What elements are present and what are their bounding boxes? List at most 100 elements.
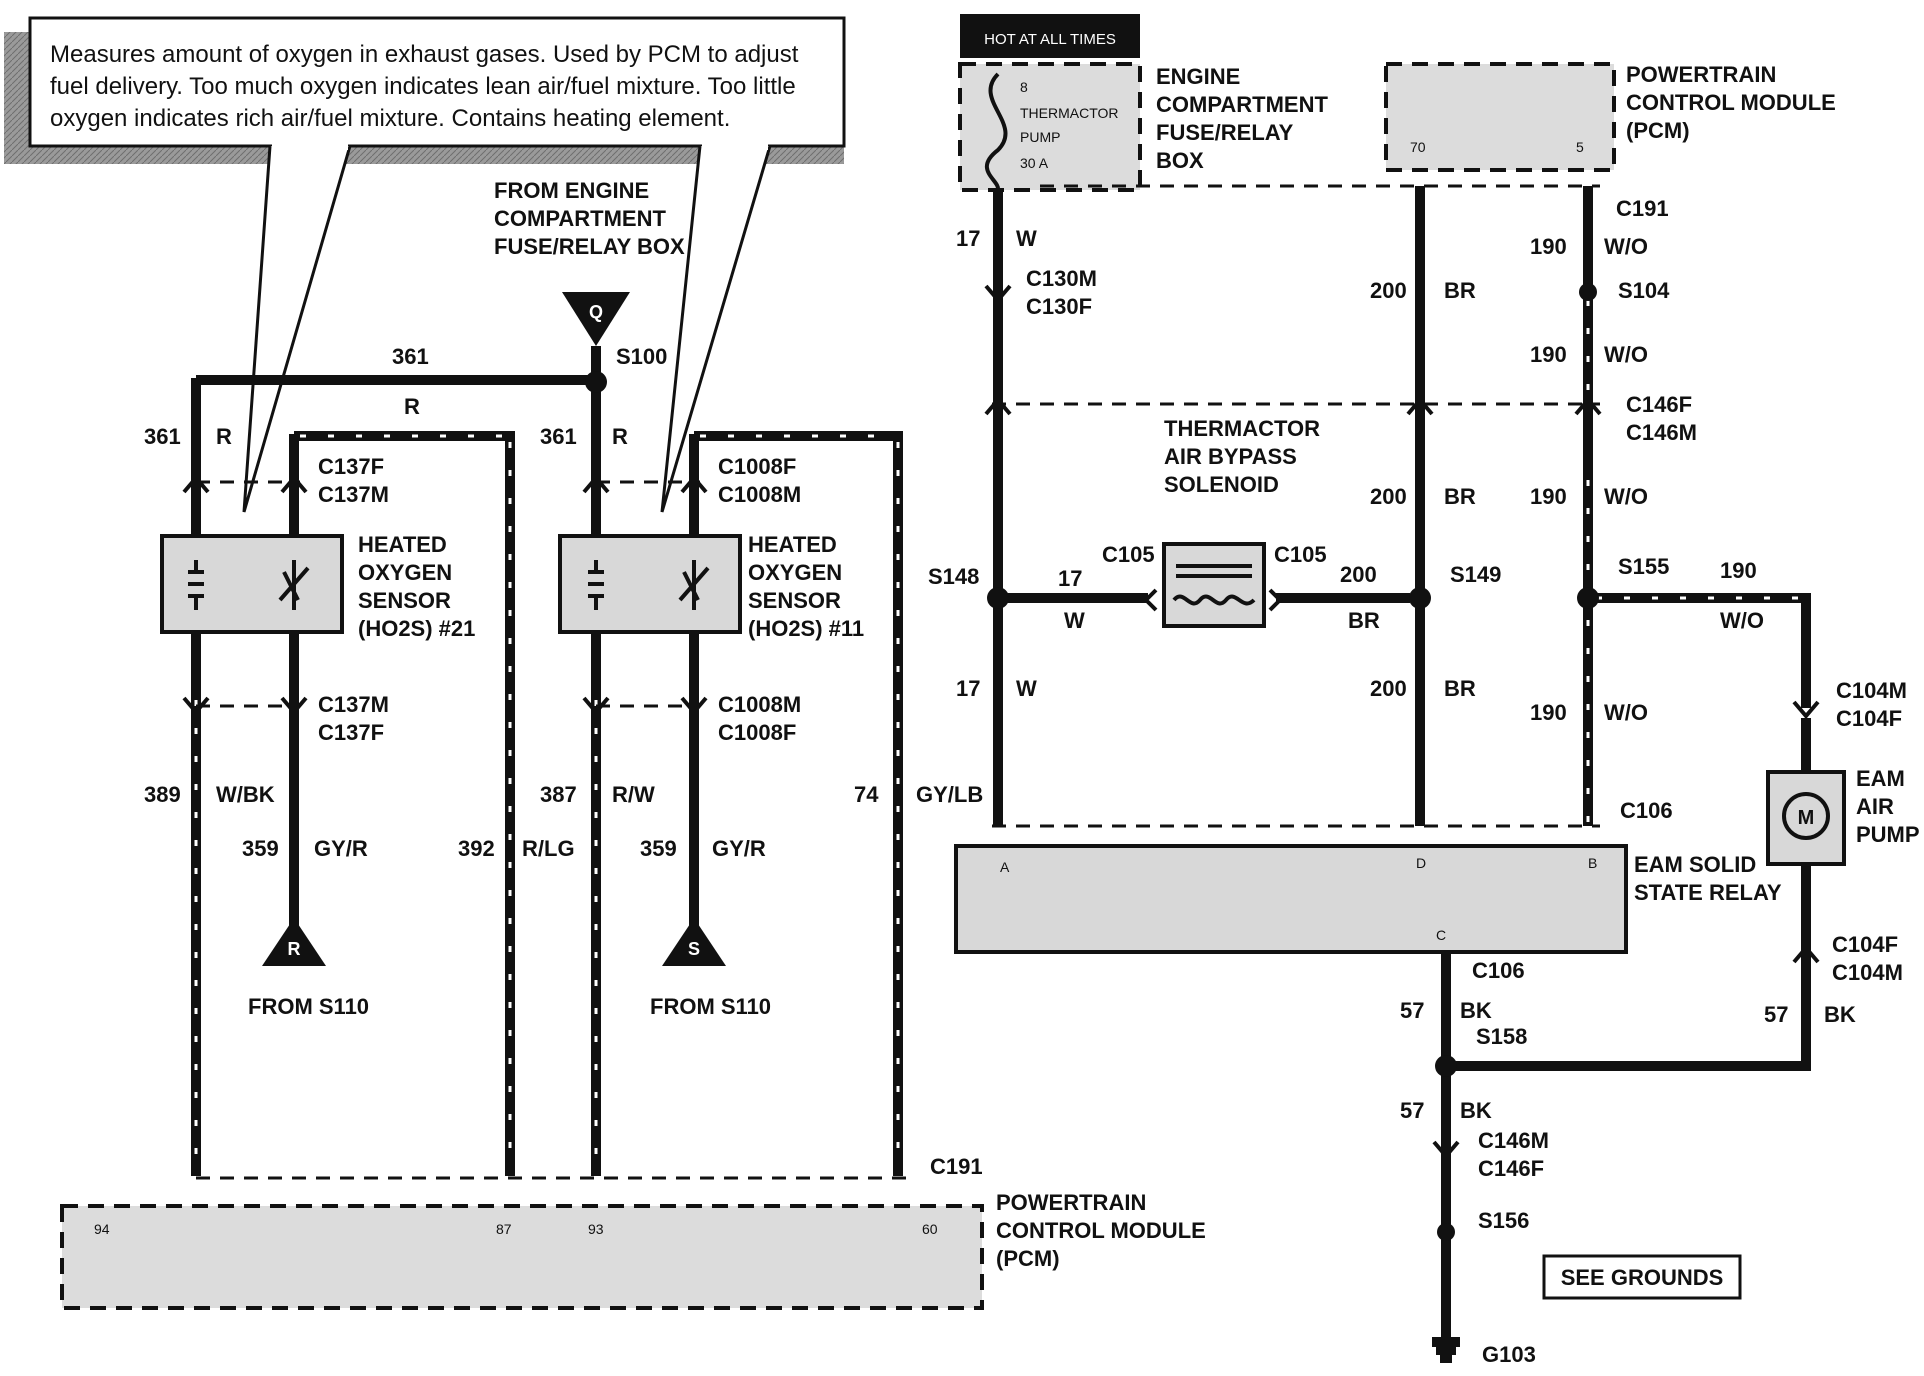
svg-text:AIR BYPASS: AIR BYPASS	[1164, 444, 1297, 469]
svg-text:C146M: C146M	[1478, 1128, 1549, 1153]
see-grounds-label: SEE GROUNDS	[1561, 1265, 1724, 1290]
ground-icon	[1432, 1337, 1460, 1363]
svg-text:GY/LB: GY/LB	[916, 782, 983, 807]
svg-text:(HO2S) #11: (HO2S) #11	[748, 616, 864, 641]
svg-text:COMPARTMENT: COMPARTMENT	[1156, 92, 1328, 117]
ho2s-21	[160, 534, 344, 634]
svg-text:W/O: W/O	[1604, 484, 1648, 509]
svg-text:(PCM): (PCM)	[1626, 118, 1690, 143]
wire-color-r-top: R	[404, 394, 420, 419]
svg-text:BR: BR	[1444, 676, 1476, 701]
svg-text:CONTROL MODULE: CONTROL MODULE	[996, 1218, 1206, 1243]
connector-c191-left: C191	[930, 1154, 983, 1179]
wire-color-r-left: R	[216, 424, 232, 449]
wire-57-pump	[1446, 864, 1811, 1071]
splice-s148	[987, 587, 1009, 609]
svg-text:S148: S148	[928, 564, 979, 589]
hot-at-all-times-badge	[960, 14, 1140, 58]
svg-text:FUSE/RELAY: FUSE/RELAY	[1156, 120, 1294, 145]
wire-label-361-left: 361	[144, 424, 181, 449]
hot-at-all-times-label: HOT AT ALL TIMES	[984, 31, 1116, 48]
note-line-1: Measures amount of oxygen in exhaust gas…	[50, 41, 799, 68]
svg-text:AIR: AIR	[1856, 794, 1894, 819]
thermactor-bypass-solenoid	[1162, 542, 1266, 628]
svg-text:GY/R: GY/R	[314, 836, 368, 861]
pcm-right-box	[1384, 62, 1616, 172]
svg-text:HEATED: HEATED	[358, 532, 447, 557]
fuse-icon	[984, 72, 1008, 191]
svg-text:OXYGEN: OXYGEN	[358, 560, 452, 585]
svg-text:BK: BK	[1460, 1098, 1492, 1123]
splice-s104	[1579, 283, 1597, 301]
connector-c1008f-bottom: C1008F	[718, 720, 796, 745]
svg-text:C146F: C146F	[1478, 1156, 1544, 1181]
svg-text:190: 190	[1720, 558, 1757, 583]
svg-text:C104F: C104F	[1832, 932, 1898, 957]
svg-text:W: W	[1064, 608, 1085, 633]
splice-s100-label: S100	[616, 344, 667, 369]
connector-c137m-bottom: C137M	[318, 692, 389, 717]
svg-text:389: 389	[144, 782, 181, 807]
connector-c137m-top: C137M	[318, 482, 389, 507]
motor-icon	[1782, 792, 1830, 840]
pcm-pin-93: 93	[588, 1221, 604, 1237]
svg-text:200: 200	[1370, 676, 1407, 701]
svg-text:57: 57	[1400, 998, 1424, 1023]
note-line-2: fuel delivery. Too much oxygen indicates…	[50, 73, 796, 100]
svg-text:EAM: EAM	[1856, 766, 1905, 791]
svg-text:(PCM): (PCM)	[996, 1246, 1060, 1271]
svg-text:70: 70	[1410, 139, 1426, 155]
terminal-s-icon	[662, 918, 726, 966]
svg-text:D: D	[1416, 855, 1426, 871]
svg-text:W/O: W/O	[1604, 342, 1648, 367]
svg-text:S104: S104	[1618, 278, 1670, 303]
svg-text:PUMP: PUMP	[1856, 822, 1920, 847]
splice-s155	[1577, 587, 1599, 609]
svg-text:S156: S156	[1478, 1208, 1529, 1233]
wire-color-r-right: R	[612, 424, 628, 449]
from-box-label-2: COMPARTMENT	[494, 206, 666, 231]
from-s110-right: FROM S110	[650, 994, 771, 1019]
svg-text:SOLENOID: SOLENOID	[1164, 472, 1279, 497]
svg-text:C106: C106	[1620, 798, 1673, 823]
svg-text:17: 17	[956, 676, 980, 701]
connector-c137f-bottom: C137F	[318, 720, 384, 745]
connector-c1008m-top: C1008M	[718, 482, 801, 507]
svg-text:BK: BK	[1460, 998, 1492, 1023]
svg-text:C104M: C104M	[1832, 960, 1903, 985]
svg-text:CONTROL MODULE: CONTROL MODULE	[1626, 90, 1836, 115]
terminal-q-icon	[562, 292, 630, 346]
eam-air-pump	[1766, 770, 1846, 866]
svg-text:200: 200	[1370, 278, 1407, 303]
eam-solid-state-relay	[954, 844, 1628, 954]
connector-c1008m-bottom: C1008M	[718, 692, 801, 717]
svg-text:THERMACTOR: THERMACTOR	[1020, 105, 1119, 121]
splice-s156	[1437, 1223, 1455, 1241]
svg-text:OXYGEN: OXYGEN	[748, 560, 842, 585]
svg-text:BR: BR	[1348, 608, 1380, 633]
see-grounds-box[interactable]	[1542, 1254, 1742, 1300]
svg-text:R/W: R/W	[612, 782, 655, 807]
terminal-s-label: S	[688, 939, 700, 959]
pcm-left-box	[60, 1204, 984, 1310]
svg-text:392: 392	[458, 836, 495, 861]
svg-text:W/O: W/O	[1604, 234, 1648, 259]
svg-text:SENSOR: SENSOR	[358, 588, 451, 613]
from-box-label-1: FROM ENGINE	[494, 178, 649, 203]
svg-text:C130M: C130M	[1026, 266, 1097, 291]
terminal-r-icon	[262, 918, 326, 966]
svg-text:C146F: C146F	[1626, 392, 1692, 417]
svg-text:17: 17	[1058, 566, 1082, 591]
svg-text:C105: C105	[1274, 542, 1327, 567]
svg-text:W: W	[1016, 676, 1037, 701]
svg-text:PUMP: PUMP	[1020, 129, 1060, 145]
svg-text:BK: BK	[1824, 1002, 1856, 1027]
svg-text:BR: BR	[1444, 484, 1476, 509]
svg-text:C146M: C146M	[1626, 420, 1697, 445]
svg-text:C105: C105	[1102, 542, 1155, 567]
svg-text:STATE RELAY: STATE RELAY	[1634, 880, 1782, 905]
svg-text:(HO2S) #21: (HO2S) #21	[358, 616, 475, 641]
svg-text:B: B	[1588, 855, 1597, 871]
wire-label-361-top: 361	[392, 344, 429, 369]
